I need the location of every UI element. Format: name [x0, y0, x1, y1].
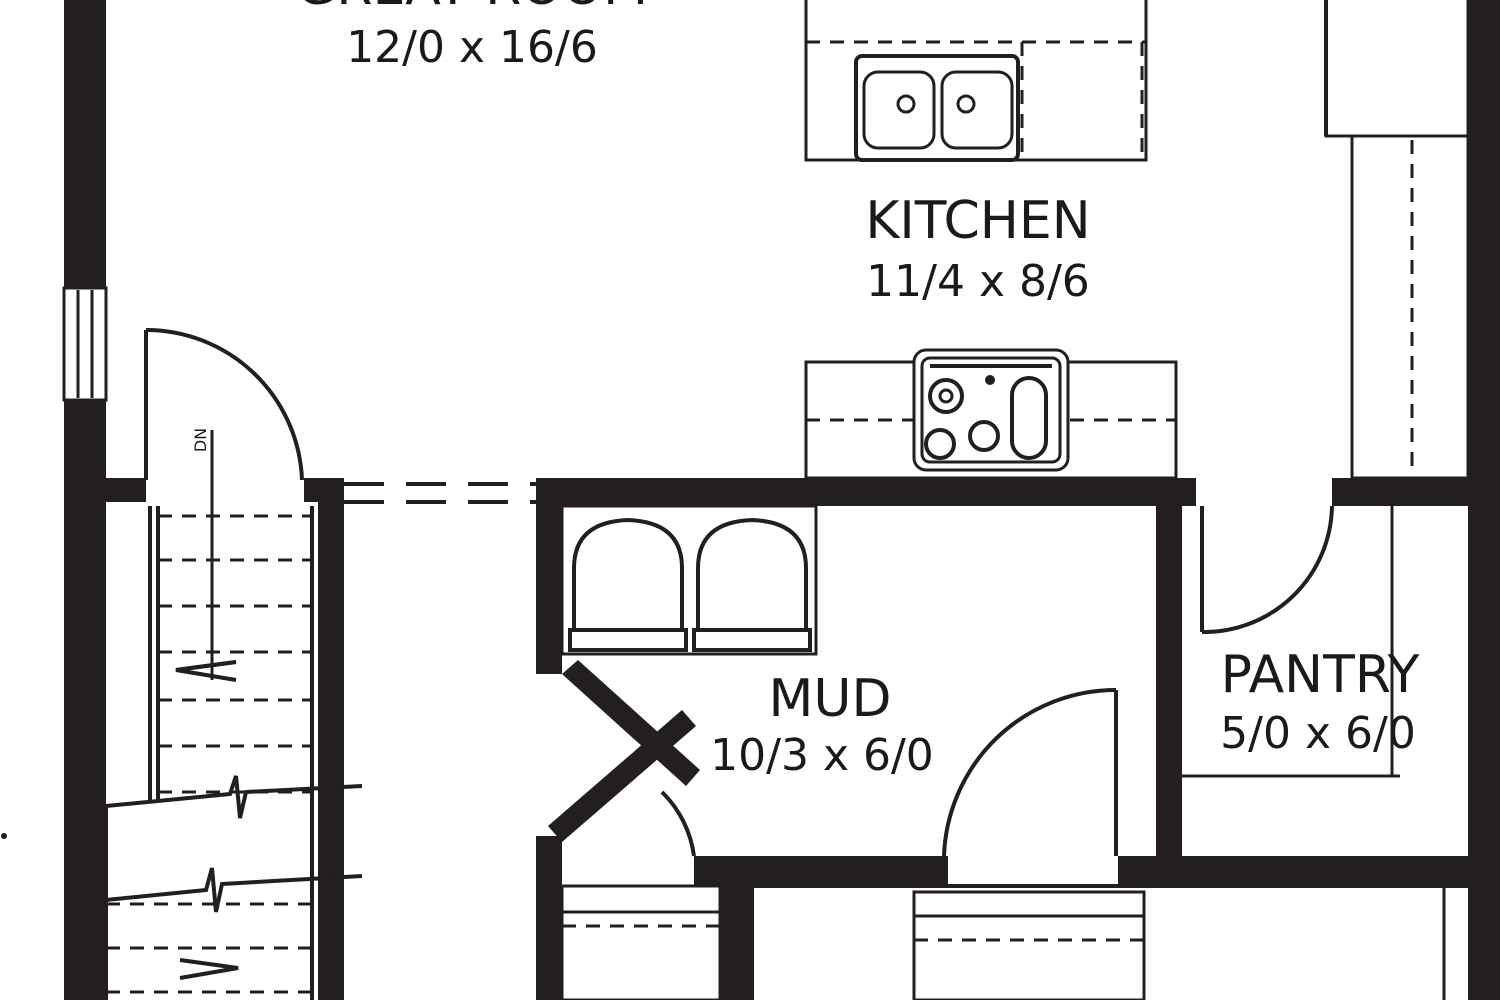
kitchen-dims: 11/4 x 8/6: [866, 256, 1090, 307]
pantry-name: PANTRY: [1221, 645, 1420, 705]
kitchen-name: KITCHEN: [865, 191, 1090, 251]
stair-dn-label: DN: [191, 428, 210, 452]
stair-arrow-icon: [175, 660, 239, 980]
walls: [62, 0, 1500, 1000]
range-stove-icon: [912, 348, 1070, 472]
kitchen-top-counter: [804, 0, 1148, 162]
stairway: DN: [104, 328, 363, 1000]
laundry-appliances: [560, 504, 818, 656]
open-wall-lines: [344, 482, 536, 504]
kitchen-range-counter: [804, 348, 1178, 480]
mud-doors: [660, 688, 1118, 886]
window: [62, 286, 108, 402]
great-room-dims: 12/0 x 16/6: [346, 22, 598, 73]
stair-break-lines: [105, 775, 363, 913]
mud-dims: 10/3 x 6/0: [710, 730, 934, 781]
mud-name: MUD: [769, 669, 892, 729]
double-sink-icon: [854, 54, 1020, 162]
door-swing-icon: [144, 328, 304, 481]
lower-closets: [560, 884, 1468, 1000]
pantry-details: [1182, 505, 1400, 778]
washer-icon: [568, 517, 688, 652]
dryer-icon: [692, 517, 812, 652]
stair-treads: [106, 514, 312, 994]
pantry-dims: 5/0 x 6/0: [1220, 708, 1416, 759]
great-room-name: GREAT ROOM: [296, 0, 648, 17]
room-labels: GREAT ROOM 12/0 x 16/6 KITCHEN 11/4 x 8/…: [296, 0, 1420, 781]
right-cabinets: [1324, 0, 1470, 480]
